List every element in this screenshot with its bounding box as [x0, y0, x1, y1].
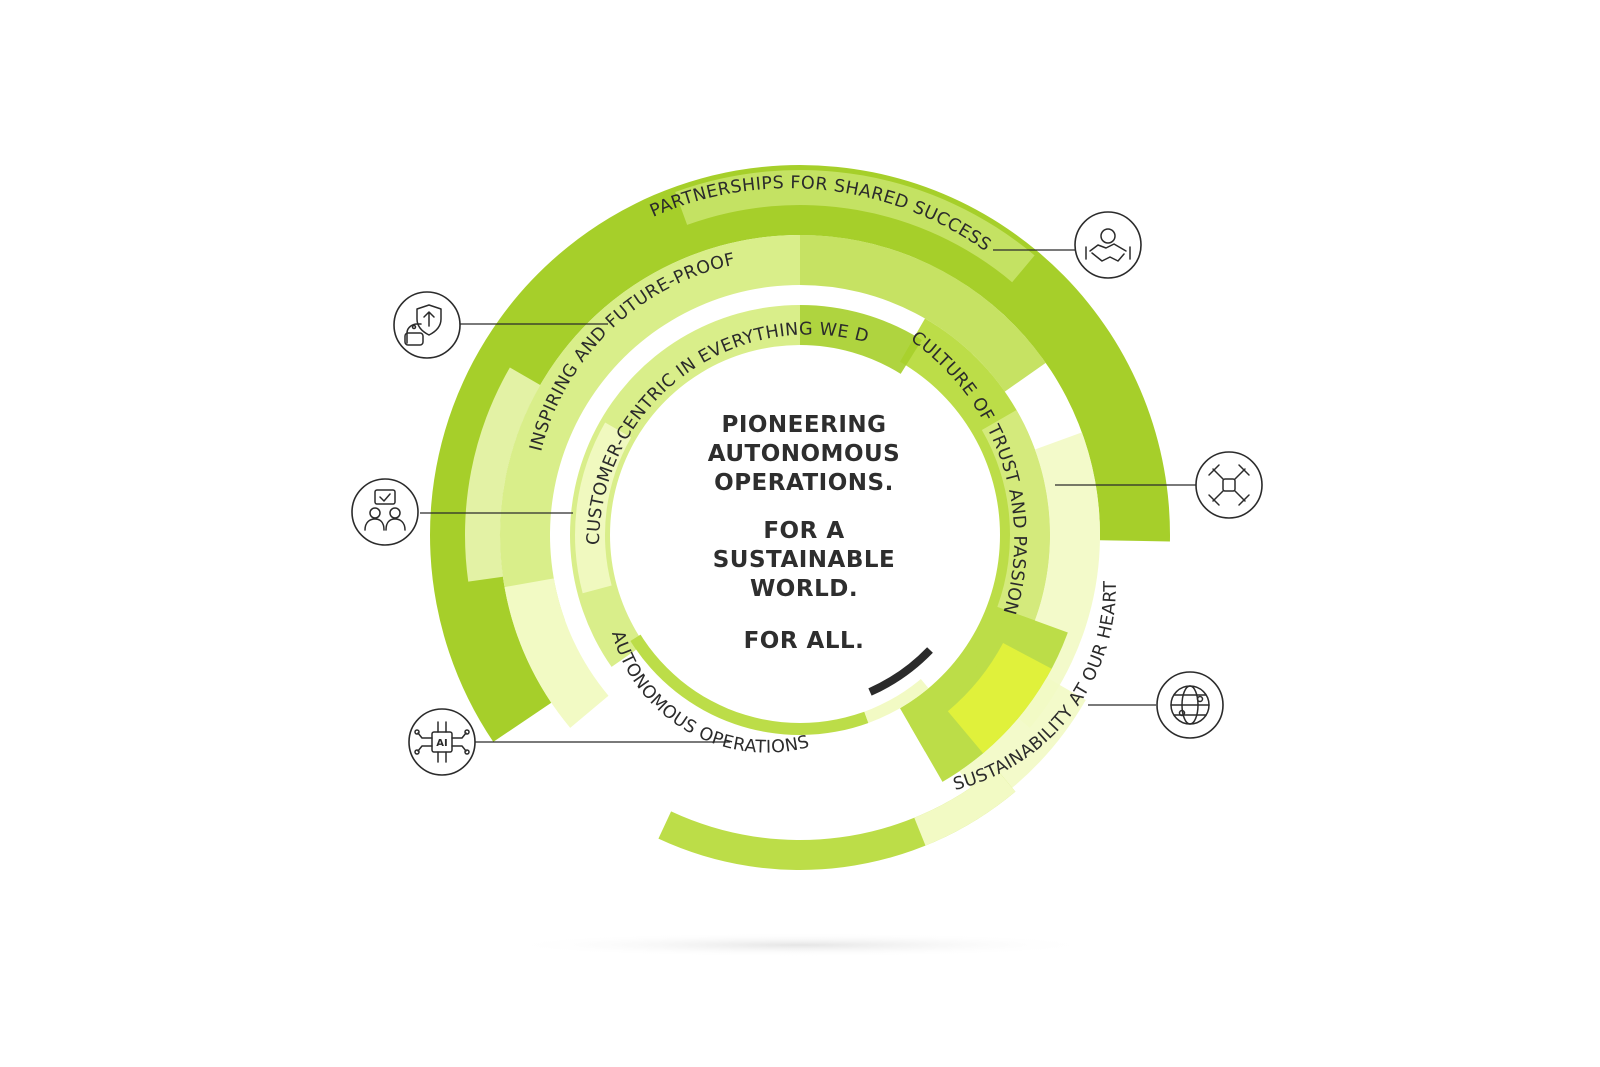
ai-chip-icon: AI [408, 708, 476, 776]
center-disc [612, 347, 988, 723]
leader-lines [420, 249, 1196, 743]
center-line-2: AUTONOMOUS [708, 441, 901, 467]
ring-sustainability-accent [947, 642, 1052, 754]
ring-customer [569, 305, 800, 667]
ring-outer-left [430, 165, 800, 742]
people-chat-icon [351, 478, 419, 546]
center-line-6: WORLD. [750, 576, 858, 602]
globe-icon [1156, 671, 1224, 739]
hands-together-icon [1195, 451, 1263, 519]
ring-customer-pale [575, 422, 632, 594]
center-line-5: SUSTAINABLE [713, 547, 896, 573]
robot-shield-icon [393, 291, 461, 359]
center-line-7: FOR ALL. [744, 628, 865, 654]
ring-culture-outer-pale [991, 432, 1101, 728]
ring-customer-right [800, 305, 922, 374]
center-line-3: OPERATIONS. [714, 470, 894, 496]
center-statement: PIONEERING AUTONOMOUS OPERATIONS. FOR A … [708, 412, 901, 654]
ring-inspiring-pale [504, 578, 609, 728]
ring-outer-pale [465, 367, 541, 582]
center-line-4: FOR A [763, 518, 844, 544]
ring-inspiring-right [800, 235, 1046, 392]
ring-segments [430, 165, 1170, 870]
ring-outer-highlight [675, 170, 1035, 283]
ring-bottom-sweep-light [914, 768, 1016, 846]
dark-accent-arc [868, 647, 933, 696]
ground-shadow [500, 933, 1100, 957]
center-line-1: PIONEERING [721, 412, 886, 438]
svg-text:AI: AI [436, 738, 447, 749]
ring-culture-light [981, 410, 1050, 621]
handshake-icon [1074, 211, 1142, 279]
